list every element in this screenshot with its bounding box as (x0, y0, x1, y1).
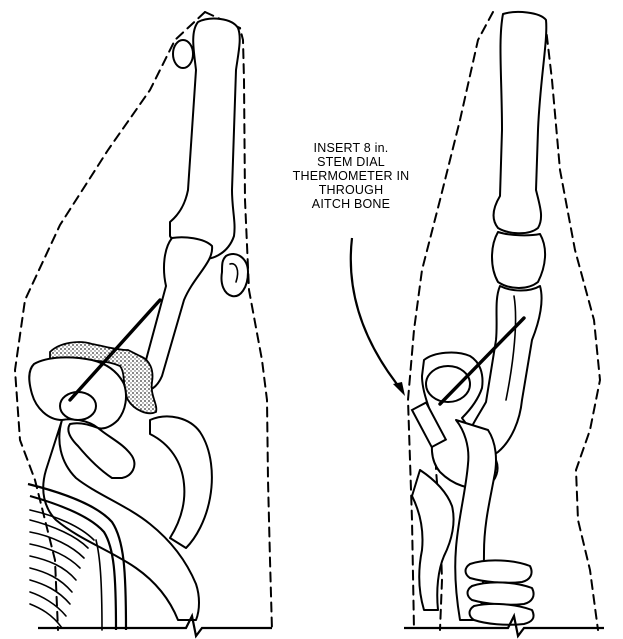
callout-arrow (351, 238, 400, 388)
left-pelvis-lower (68, 423, 134, 478)
left-ischium (150, 416, 212, 548)
right-dashed-outline-back (545, 20, 600, 630)
callout-line-3: THERMOMETER IN (292, 169, 410, 183)
right-femur (494, 12, 547, 233)
callout-line-5: AITCH BONE (292, 197, 410, 211)
left-patella (221, 254, 248, 296)
right-view (351, 12, 604, 636)
left-ground-line (38, 616, 272, 636)
left-view (15, 12, 272, 636)
callout-line-4: THROUGH (292, 183, 410, 197)
left-femur-head-hole (173, 40, 193, 68)
right-femur-lower-joint (492, 232, 545, 288)
thermometer-callout-text: INSERT 8 in. STEM DIAL THERMOMETER IN TH… (292, 141, 410, 211)
right-vertebrae (466, 560, 534, 624)
left-femur-socket (60, 392, 96, 420)
callout-line-1: INSERT 8 in. (292, 141, 410, 155)
right-lower-mass (412, 470, 454, 610)
callout-arrowhead (393, 382, 405, 396)
callout-line-2: STEM DIAL (292, 155, 410, 169)
